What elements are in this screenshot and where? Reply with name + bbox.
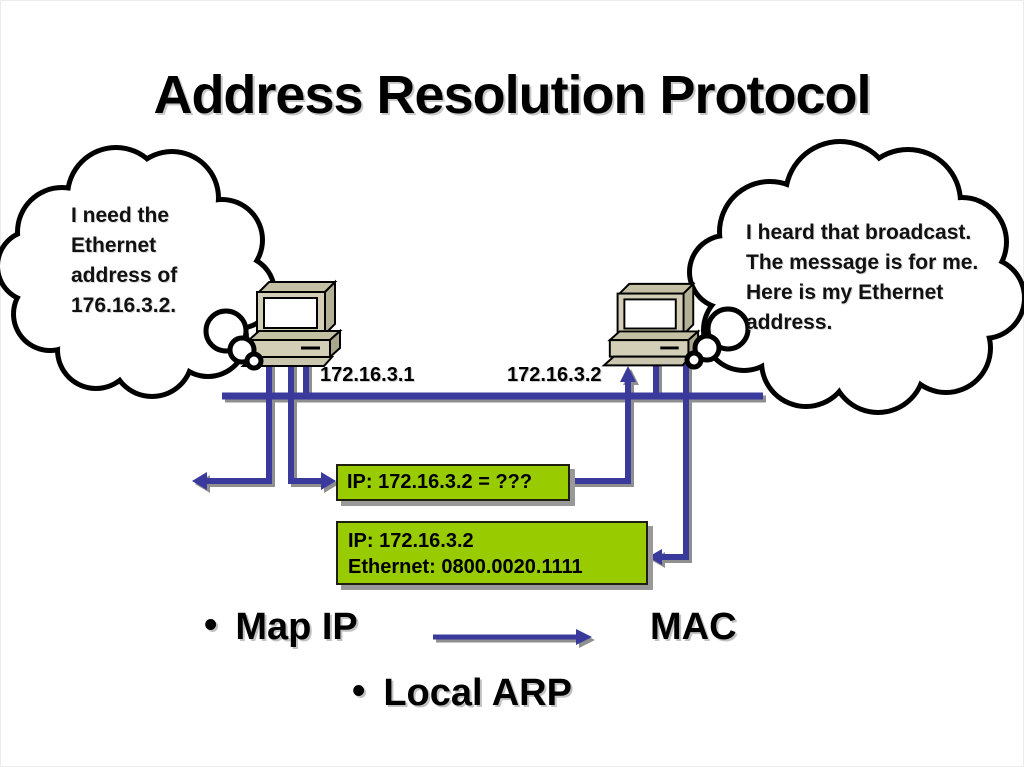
host-left-ip-label: 172.16.3.1 [320,364,415,386]
left-thought-cloud [0,145,277,399]
bullet-local-arp-label: Local ARP [383,672,572,714]
arp-request-box: IP: 172.16.3.2 = ??? [336,464,570,501]
left-cloud-line: 176.16.3.2. [71,294,177,317]
right-cloud-line: Here is my Ethernet [746,281,944,304]
left-cloud-line: Ethernet [71,234,157,257]
right-cloud-line: I heard that broadcast. [746,221,972,244]
computer-right [602,282,700,367]
left-cloud-line: address of [71,264,178,287]
bullet-dot: • [352,670,366,712]
arp-request-text: IP: 172.16.3.2 = ??? [347,471,533,493]
right-cloud-text: I heard that broadcast. The message is f… [746,218,1006,338]
host-right-ip-label: 172.16.3.2 [507,364,602,386]
right-cloud-line: address. [746,311,833,334]
bullet-dot: • [204,604,218,646]
slide-title: Address Resolution Protocol [153,65,871,125]
right-thought-cloud [687,139,1024,415]
bullet-local-arp: • Local ARP [352,670,572,715]
left-cloud-line: I need the [71,204,170,227]
arp-reply-box: IP: 172.16.3.2 Ethernet: 0800.0020.1111 [336,521,648,585]
bullet-map-ip-label: Map IP [235,606,358,648]
bullet-mac-label: MAC [650,606,737,648]
right-thought-trail [684,306,751,370]
arp-reply-line2: Ethernet: 0800.0020.1111 [348,556,583,578]
arp-reply-line1: IP: 172.16.3.2 [348,530,474,552]
left-cloud-text: I need the Ethernet address of 176.16.3.… [71,201,251,321]
right-cloud-line: The message is for me. [746,251,979,274]
bullet-map-ip: • Map IP [204,604,358,649]
left-thought-trail [203,308,264,371]
wire-shadows [195,361,766,648]
